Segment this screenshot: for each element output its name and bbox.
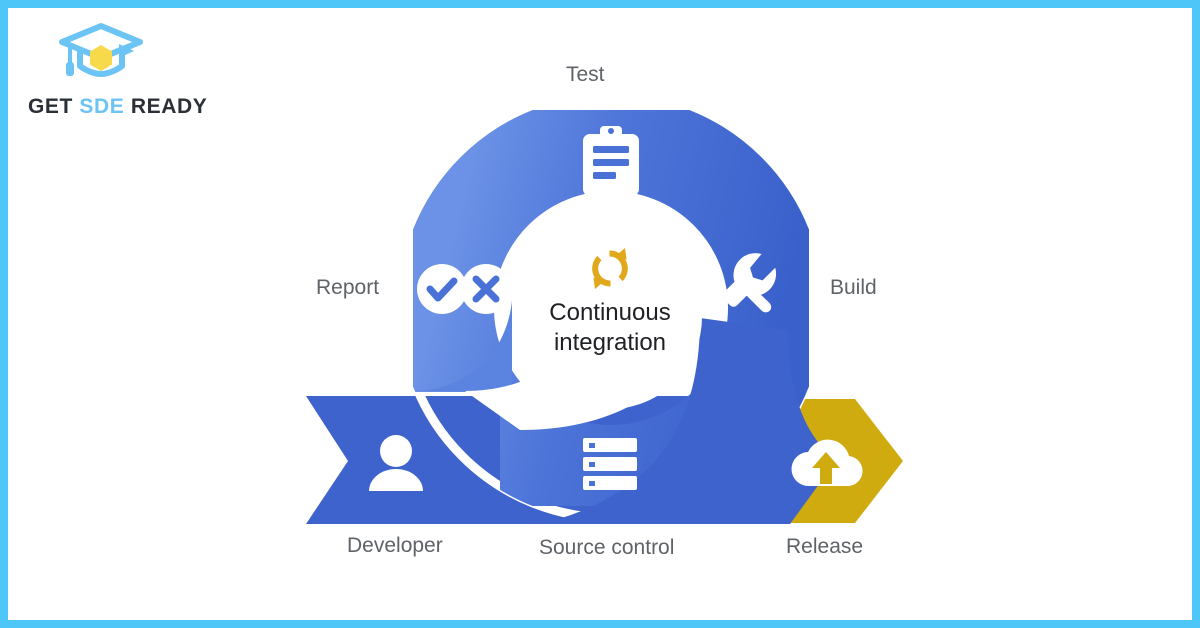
check-circle-icon <box>417 264 467 314</box>
stage-label-source-control: Source control <box>539 536 675 559</box>
refresh-cycle-icon <box>592 248 628 289</box>
hub-label-line2: integration <box>553 329 667 356</box>
stage-label-release: Release <box>786 535 864 558</box>
hub-circle-group <box>518 225 702 409</box>
brand-logo: GET SDE READY <box>28 22 248 132</box>
graduation-cap-icon <box>56 22 146 90</box>
server-stack-icon <box>583 438 637 490</box>
logo-word-sde: SDE <box>79 95 125 118</box>
hub-label: Continuous integration <box>510 298 710 358</box>
logo-word-ready: READY <box>124 95 208 118</box>
clipboard-icon <box>583 126 639 196</box>
ring-tail-left <box>416 300 512 391</box>
stage-label-report: Report <box>316 276 380 299</box>
hub-circle <box>518 225 702 409</box>
stage-label-build: Build <box>830 276 877 299</box>
cloud-upload-icon <box>791 439 863 487</box>
stage-label-developer: Developer <box>347 534 443 557</box>
check-and-cross-icon <box>417 264 511 314</box>
cross-circle-icon <box>461 264 511 314</box>
stage-label-test: Test <box>566 63 605 86</box>
wrench-icon <box>722 253 777 313</box>
brand-logo-text: GET SDE READY <box>28 94 238 120</box>
person-icon <box>369 435 423 491</box>
hub-label-line1: Continuous <box>549 299 671 326</box>
logo-word-get: GET <box>28 95 80 118</box>
ring-inner-sweep <box>540 318 836 524</box>
